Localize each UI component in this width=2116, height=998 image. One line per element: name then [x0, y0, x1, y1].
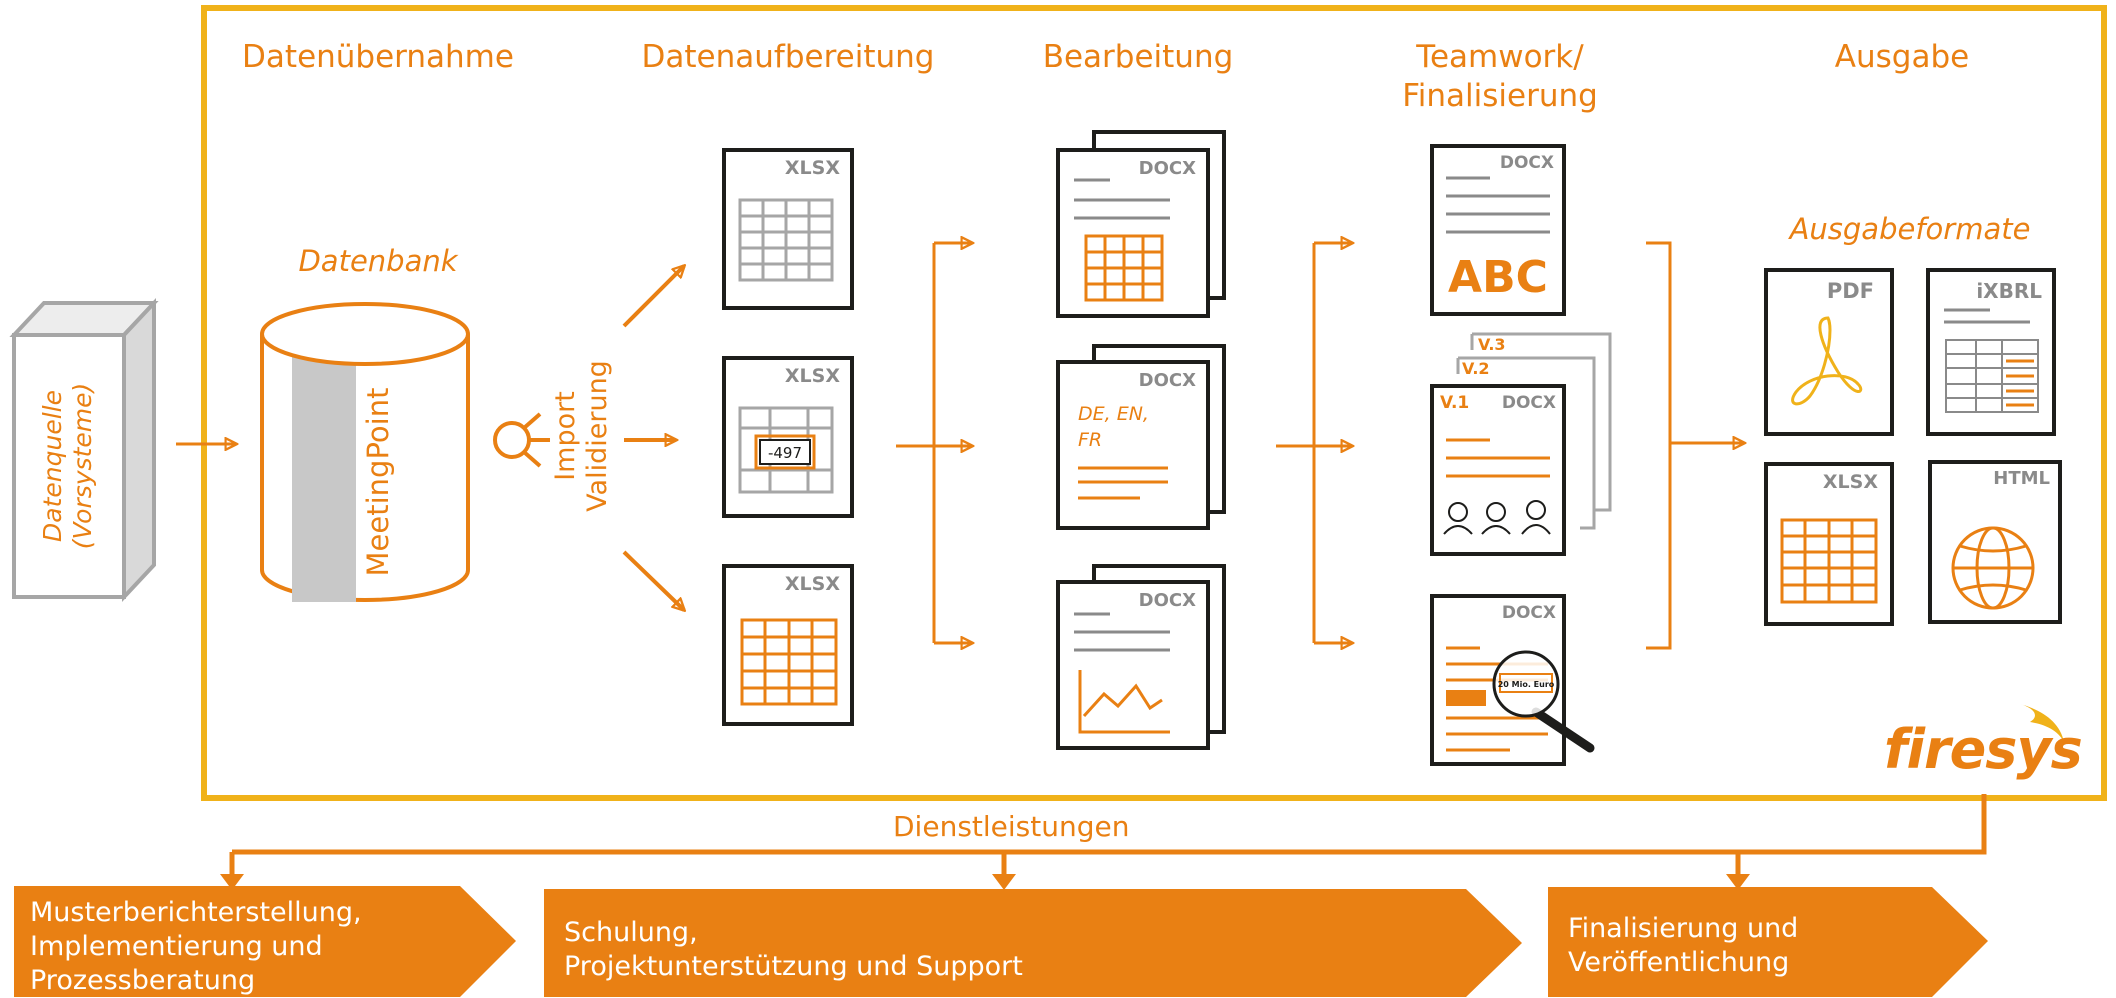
brand-logo: firesys — [1884, 718, 2083, 781]
service-banner-1 — [14, 886, 516, 997]
data-source-label: Datenquelle (Vorsysteme) — [38, 382, 97, 550]
xlsx-doc-2: XLSX -497 — [722, 356, 854, 518]
bracket-docx-to-teamwork — [1276, 243, 1352, 643]
database-caption: Datenbank — [298, 244, 458, 278]
svg-text:DOCX: DOCX — [1502, 603, 1556, 623]
svg-text:FR: FR — [1078, 429, 1102, 451]
svg-text:DOCX: DOCX — [1139, 370, 1196, 391]
svg-text:iXBRL: iXBRL — [1976, 279, 2042, 303]
output-ixbrl: iXBRL — [1926, 268, 2056, 436]
database-name: MeetingPoint — [361, 387, 395, 577]
bracket-xlsx-to-docx — [896, 243, 972, 643]
output-html: HTML — [1928, 460, 2062, 624]
svg-text:V.1: V.1 — [1440, 393, 1469, 413]
svg-text:V.2: V.2 — [1462, 359, 1490, 378]
service-text-3: Finalisierung und Veröffentlichung — [1568, 913, 1799, 978]
stage-title-datenuebernahme: Datenübernahme — [242, 39, 514, 75]
docx-versions: V.3 V.2 V.1 DOCX — [1430, 332, 1612, 556]
service-arrowhead-3 — [1726, 874, 1750, 890]
svg-text:XLSX: XLSX — [1823, 471, 1878, 493]
svg-text:DOCX: DOCX — [1139, 590, 1196, 611]
svg-text:XLSX: XLSX — [785, 157, 840, 179]
svg-text:XLSX: XLSX — [785, 573, 840, 595]
brand-flame-icon — [2020, 704, 2064, 742]
globe-icon — [1951, 526, 2035, 610]
output-xlsx: XLSX — [1764, 462, 1894, 626]
import-label: Import Validierung — [550, 360, 613, 512]
docx-review: DOCX 20 Mio. Euro — [1430, 594, 1595, 766]
svg-text:DOCX: DOCX — [1500, 153, 1554, 173]
svg-text:DOCX: DOCX — [1502, 393, 1556, 413]
xlsx-doc-3: XLSX — [722, 564, 854, 726]
service-arrowhead-1 — [220, 874, 244, 890]
svg-text:XLSX: XLSX — [785, 365, 840, 387]
xlsx-doc-1: XLSX — [722, 148, 854, 310]
service-banner-3 — [1548, 887, 1988, 997]
service-arrowhead-2 — [992, 874, 1016, 890]
docx-doc-1: DOCX — [1056, 130, 1226, 318]
output-pdf: PDF — [1764, 268, 1894, 436]
output-formats-caption: Ausgabeformate — [1789, 212, 2031, 246]
services-label: Dienstleistungen — [893, 810, 1130, 843]
platform-frame — [201, 5, 2107, 801]
import-icon — [493, 412, 550, 468]
stage-title-bearbeitung: Bearbeitung — [1042, 39, 1234, 75]
svg-text:V.3: V.3 — [1478, 335, 1506, 354]
arrow-import-up — [622, 266, 684, 328]
database-cylinder — [260, 302, 470, 602]
docx-abc: DOCX ABC — [1430, 144, 1566, 316]
svg-text:-497: -497 — [768, 444, 802, 462]
service-banner-2 — [544, 889, 1522, 997]
svg-text:DE, EN,: DE, EN, — [1078, 403, 1149, 425]
stage-title-teamwork: Teamwork/ Finalisierung — [1402, 39, 1598, 114]
svg-text:20 Mio. Euro: 20 Mio. Euro — [1498, 680, 1555, 689]
docx-doc-3: DOCX — [1056, 564, 1226, 750]
bracket-to-output — [1646, 241, 1744, 650]
arrow-import-down — [622, 550, 684, 610]
services-connector — [229, 794, 1987, 878]
svg-text:ABC: ABC — [1448, 252, 1548, 303]
stage-title-ausgabe: Ausgabe — [1834, 39, 1970, 75]
svg-text:PDF: PDF — [1827, 279, 1874, 303]
service-text-1: Musterberichterstellung, Implementierung… — [30, 897, 362, 996]
stage-title-datenaufbereitung: Datenaufbereitung — [641, 39, 935, 75]
svg-text:HTML: HTML — [1993, 468, 2050, 489]
docx-doc-2: DOCX DE, EN, FR — [1056, 344, 1226, 530]
service-text-2: Schulung, Projektunterstützung und Suppo… — [564, 917, 1023, 982]
svg-text:DOCX: DOCX — [1139, 158, 1196, 179]
data-source-box — [9, 297, 159, 603]
